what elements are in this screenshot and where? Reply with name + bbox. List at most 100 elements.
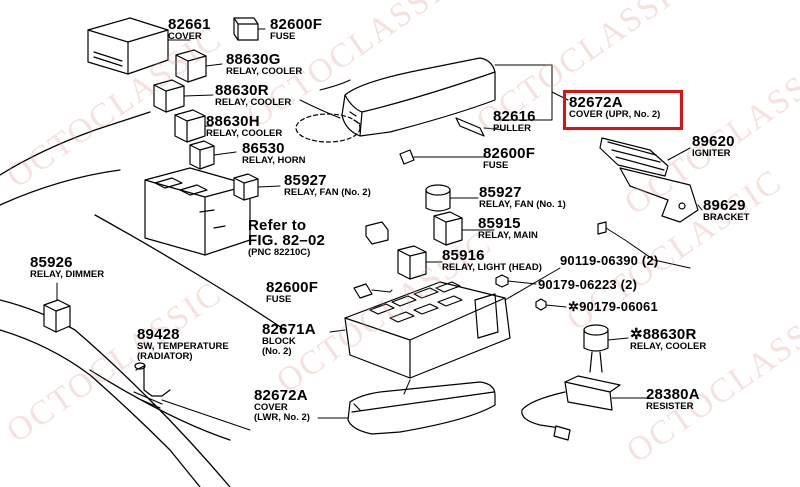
part-number: 89629 bbox=[703, 197, 746, 214]
part-label-88630g[interactable]: 88630G RELAY, COOLER bbox=[226, 52, 302, 77]
fuse-82600f-top-drawing bbox=[233, 17, 259, 41]
part-label-85927-no2[interactable]: 85927 RELAY, FAN (No. 2) bbox=[284, 173, 371, 198]
refer-to-figure[interactable]: Refer to FIG. 82–02 (PNC 82210C) bbox=[248, 218, 325, 258]
part-number: 82600F bbox=[266, 279, 319, 296]
part-description: RELAY, MAIN bbox=[478, 230, 538, 241]
relay-88630r-drawing bbox=[153, 79, 185, 113]
part-label-82616[interactable]: 82616 PULLER bbox=[493, 109, 536, 134]
block-82671a-drawing bbox=[344, 281, 511, 379]
vehicle-body-outline bbox=[0, 111, 286, 487]
resister-28380a-drawing bbox=[521, 375, 621, 441]
part-number: 90179-06223 (2) bbox=[538, 277, 638, 292]
part-number: 88630R bbox=[215, 82, 269, 99]
part-description: RELAY, FAN (No. 2) bbox=[284, 187, 371, 198]
part-number: 88630H bbox=[206, 113, 260, 130]
igniter-89620-drawing bbox=[599, 137, 669, 177]
part-description: COVER (UPR, No. 2) bbox=[569, 109, 661, 120]
puller-82616-drawing bbox=[455, 117, 485, 137]
part-number: 82600F bbox=[270, 16, 323, 33]
part-number: 82616 bbox=[493, 108, 536, 125]
part-label-90179-06223[interactable]: 90179-06223 (2) bbox=[538, 278, 637, 291]
part-number: 82671A bbox=[262, 321, 316, 338]
part-label-89428[interactable]: 89428 SW, TEMPERATURE (RADIATOR) bbox=[137, 327, 229, 361]
part-number: 82672A bbox=[254, 387, 308, 404]
refer-line-3: (PNC 82210C) bbox=[248, 247, 311, 258]
relay-85927-no2-drawing bbox=[233, 173, 259, 201]
part-number: 86530 bbox=[242, 140, 285, 157]
part-number: 82672A bbox=[569, 94, 623, 111]
relay-block-left-drawing bbox=[144, 167, 251, 256]
part-label-82672a-lwr[interactable]: 82672A COVER (LWR, No. 2) bbox=[254, 388, 310, 422]
part-description: RELAY, COOLER bbox=[206, 128, 283, 139]
part-description: RESISTER bbox=[646, 401, 694, 412]
part-label-82661[interactable]: 82661 COVER bbox=[168, 17, 211, 42]
leader-lines bbox=[56, 28, 703, 431]
fuse-82600f-mid-drawing bbox=[399, 149, 415, 165]
part-label-86530[interactable]: 86530 RELAY, HORN bbox=[242, 141, 306, 166]
bracket-89629-drawing bbox=[619, 167, 699, 223]
part-label-85915[interactable]: 85915 RELAY, MAIN bbox=[478, 216, 538, 241]
ellipse-marker bbox=[295, 113, 361, 143]
part-number: ✲90179-06061 bbox=[568, 299, 658, 314]
relay-88630g-drawing bbox=[175, 49, 207, 83]
relay-85926-drawing bbox=[43, 299, 71, 333]
part-number: 89620 bbox=[692, 133, 735, 150]
part-label-88630r-lower[interactable]: ✲88630R RELAY, COOLER bbox=[630, 327, 706, 352]
part-label-82600f-low[interactable]: 82600F FUSE bbox=[266, 280, 318, 305]
part-description: RELAY, DIMMER bbox=[30, 269, 105, 280]
part-label-82600f-top[interactable]: 82600F FUSE bbox=[270, 17, 322, 42]
part-number: 85915 bbox=[478, 215, 521, 232]
part-label-89629[interactable]: 89629 BRACKET bbox=[703, 198, 749, 223]
part-label-89620[interactable]: 89620 IGNITER bbox=[692, 134, 735, 159]
part-label-85916[interactable]: 85916 RELAY, LIGHT (HEAD) bbox=[442, 248, 542, 273]
part-description: RELAY, LIGHT (HEAD) bbox=[442, 262, 542, 273]
bolt-drawing bbox=[495, 221, 607, 311]
part-label-82600f-mid[interactable]: 82600F FUSE bbox=[483, 146, 535, 171]
part-label-88630r[interactable]: 88630R RELAY, COOLER bbox=[215, 83, 291, 108]
relay-88630h-drawing bbox=[174, 109, 206, 143]
part-number: 85927 bbox=[284, 172, 327, 189]
part-description: FUSE bbox=[266, 294, 292, 305]
part-description: BLOCK bbox=[262, 336, 296, 347]
part-label-88630h[interactable]: 88630H RELAY, COOLER bbox=[206, 114, 282, 139]
part-description: PULLER bbox=[493, 123, 531, 134]
part-description: (No. 2) bbox=[262, 345, 292, 357]
part-label-85927-no1[interactable]: 85927 RELAY, FAN (No. 1) bbox=[479, 185, 566, 210]
part-label-82672a-upr[interactable]: 82672A COVER (UPR, No. 2) bbox=[569, 95, 660, 120]
part-description: COVER bbox=[254, 402, 288, 413]
part-description: FUSE bbox=[270, 31, 296, 42]
cover-82661-drawing bbox=[87, 17, 169, 75]
part-description: RELAY, COOLER bbox=[226, 66, 303, 77]
part-number: 85926 bbox=[30, 254, 73, 271]
relay-85927-no1-drawing bbox=[425, 184, 451, 212]
part-description: SW, TEMPERATURE bbox=[137, 341, 229, 352]
part-description: IGNITER bbox=[692, 148, 731, 159]
highlight-box bbox=[563, 90, 683, 130]
part-description: FUSE bbox=[483, 160, 509, 171]
temp-switch-89428-drawing bbox=[133, 362, 171, 409]
part-label-82671a[interactable]: 82671A BLOCK (No. 2) bbox=[262, 322, 316, 356]
cover-upr-82672a-drawing bbox=[341, 57, 496, 137]
part-number: ✲88630R bbox=[630, 326, 697, 343]
part-description: COVER bbox=[168, 31, 202, 42]
part-number: 28380A bbox=[646, 386, 700, 403]
part-number: 89428 bbox=[137, 326, 180, 343]
part-description: RELAY, COOLER bbox=[215, 97, 292, 108]
part-label-85926[interactable]: 85926 RELAY, DIMMER bbox=[30, 255, 104, 280]
part-label-90179-06061[interactable]: ✲90179-06061 bbox=[568, 300, 658, 313]
part-number: 85916 bbox=[442, 247, 485, 264]
relay-85916-drawing bbox=[397, 245, 427, 280]
part-number: 82600F bbox=[483, 145, 536, 162]
part-description: RELAY, FAN (No. 1) bbox=[479, 199, 566, 210]
part-description: (RADIATOR) bbox=[137, 350, 193, 362]
relay-85915-drawing bbox=[433, 211, 463, 246]
part-label-90119-06390[interactable]: 90119-06390 (2) bbox=[560, 254, 658, 267]
refer-line-2: FIG. 82–02 bbox=[248, 232, 326, 249]
part-description: RELAY, HORN bbox=[242, 155, 306, 166]
relay-88630r-lower-drawing bbox=[583, 324, 609, 373]
part-number: 82661 bbox=[168, 16, 211, 33]
relay-86530-drawing bbox=[189, 140, 215, 170]
part-label-28380a[interactable]: 28380A RESISTER bbox=[646, 387, 700, 412]
part-description: (LWR, No. 2) bbox=[254, 411, 310, 423]
